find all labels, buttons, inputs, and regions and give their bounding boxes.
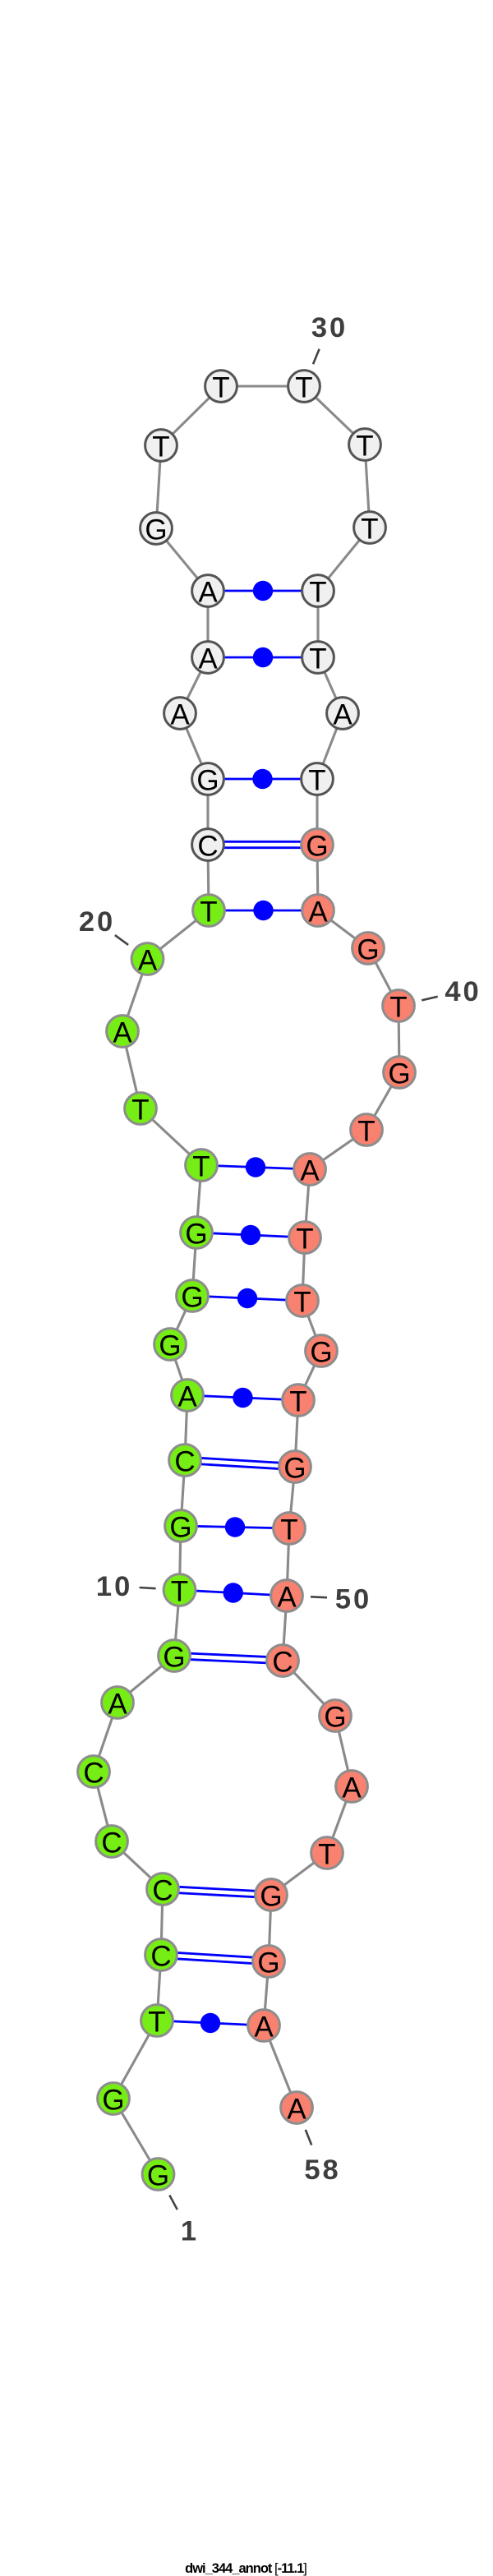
svg-text:A: A xyxy=(177,1381,197,1413)
svg-text:40: 40 xyxy=(445,976,481,1007)
svg-text:20: 20 xyxy=(79,906,115,938)
svg-text:T: T xyxy=(309,577,326,609)
svg-text:T: T xyxy=(361,514,378,546)
svg-text:T: T xyxy=(152,431,169,463)
svg-text:A: A xyxy=(113,1017,132,1049)
svg-text:T: T xyxy=(308,765,325,797)
svg-text:T: T xyxy=(200,896,217,929)
svg-text:C: C xyxy=(152,1875,173,1907)
svg-text:dwi_344_annot [-11.1]: dwi_344_annot [-11.1] xyxy=(185,2561,306,2576)
svg-text:G: G xyxy=(169,1512,191,1544)
svg-text:C: C xyxy=(150,1941,171,1973)
svg-text:G: G xyxy=(147,2160,169,2192)
svg-text:T: T xyxy=(389,992,407,1024)
svg-text:G: G xyxy=(145,514,167,546)
svg-text:T: T xyxy=(296,1223,313,1256)
svg-text:G: G xyxy=(283,1453,306,1485)
svg-text:G: G xyxy=(260,1881,282,1913)
svg-text:C: C xyxy=(197,831,218,863)
svg-text:G: G xyxy=(185,1219,207,1251)
svg-text:T: T xyxy=(293,1287,311,1319)
svg-text:A: A xyxy=(277,1582,297,1614)
svg-text:G: G xyxy=(257,1947,279,1979)
svg-text:A: A xyxy=(170,699,190,731)
svg-text:C: C xyxy=(174,1446,195,1478)
svg-text:G: G xyxy=(163,1642,185,1674)
svg-text:A: A xyxy=(287,2094,306,2126)
svg-text:A: A xyxy=(198,643,218,675)
svg-text:C: C xyxy=(83,1758,104,1790)
svg-text:T: T xyxy=(357,1116,375,1148)
svg-text:T: T xyxy=(295,372,312,404)
svg-text:58: 58 xyxy=(304,2154,340,2186)
svg-text:A: A xyxy=(300,1155,320,1187)
svg-text:T: T xyxy=(192,1151,210,1183)
svg-text:T: T xyxy=(212,372,229,404)
svg-text:C: C xyxy=(272,1647,293,1679)
svg-text:A: A xyxy=(342,1772,362,1804)
svg-text:1: 1 xyxy=(181,2216,199,2247)
svg-text:T: T xyxy=(148,2007,165,2039)
svg-text:A: A xyxy=(333,699,352,731)
svg-text:T: T xyxy=(131,1094,149,1127)
svg-text:T: T xyxy=(356,431,373,463)
svg-text:T: T xyxy=(171,1576,188,1608)
svg-text:G: G xyxy=(310,1337,332,1369)
svg-text:G: G xyxy=(324,1702,346,1734)
svg-text:G: G xyxy=(388,1058,410,1090)
svg-text:50: 50 xyxy=(335,1584,371,1615)
svg-text:G: G xyxy=(196,765,219,797)
svg-text:10: 10 xyxy=(96,1571,132,1602)
svg-text:30: 30 xyxy=(311,312,348,343)
svg-text:G: G xyxy=(159,1330,181,1362)
svg-text:G: G xyxy=(306,831,328,863)
svg-text:A: A xyxy=(254,2011,274,2044)
svg-text:C: C xyxy=(101,1827,122,1859)
svg-text:A: A xyxy=(108,1689,127,1721)
svg-text:A: A xyxy=(138,945,158,977)
svg-text:G: G xyxy=(357,934,379,966)
svg-text:T: T xyxy=(289,1386,306,1418)
svg-text:T: T xyxy=(309,643,326,675)
svg-text:T: T xyxy=(280,1514,297,1546)
svg-text:G: G xyxy=(102,2085,124,2117)
svg-text:A: A xyxy=(308,896,328,929)
svg-text:G: G xyxy=(181,1282,203,1314)
svg-text:A: A xyxy=(198,577,218,609)
svg-text:T: T xyxy=(318,1839,335,1871)
